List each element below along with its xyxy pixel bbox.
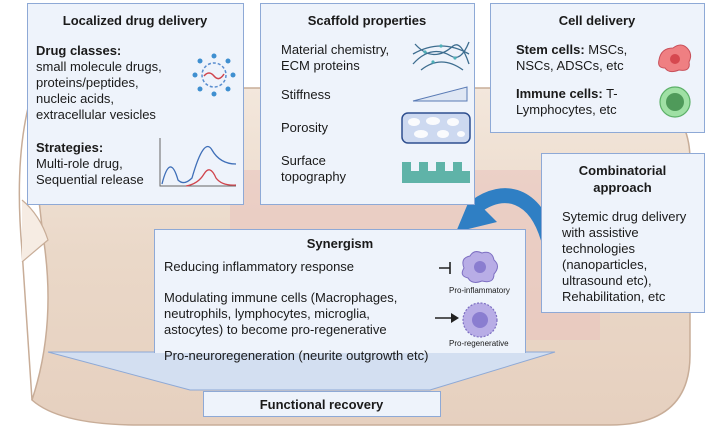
drug-delivery-title: Localized drug delivery <box>62 13 208 28</box>
drug-class-item: nucleic acids, <box>36 91 115 106</box>
immune-cells-heading: Immune cells: <box>516 86 603 101</box>
nanoparticle-icon <box>192 53 236 97</box>
combinatorial-text: Sytemic drug delivery <box>562 209 687 224</box>
stem-cell-icon <box>658 44 692 73</box>
immune-cells-text: Lymphocytes, etc <box>516 102 617 117</box>
arrow-head <box>456 196 497 232</box>
cell-delivery-title: Cell delivery <box>558 13 636 28</box>
t-lymphocyte-icon <box>659 86 691 118</box>
scaffold-item: Porosity <box>281 120 328 135</box>
pro-inflammatory-macrophage-icon <box>461 251 498 283</box>
combinatorial-text: Rehabilitation, etc <box>562 289 666 304</box>
synergism-line: Modulating immune cells (Macrophages, <box>164 290 398 305</box>
scaffold-item: ECM proteins <box>281 58 360 73</box>
functional-recovery-label: Functional recovery <box>259 397 384 412</box>
pro-inflammatory-label: Pro-inflammatory <box>449 286 510 295</box>
stem-cells-line: Stem cells: MSCs, <box>516 42 627 57</box>
combinatorial-text: with assistive <box>562 225 639 240</box>
porous-scaffold-icon <box>401 112 471 144</box>
scaffold-panel: Scaffold properties Material chemistry, … <box>260 3 475 205</box>
cord-notch <box>21 199 49 263</box>
combinatorial-title: Combinatorial <box>578 163 667 178</box>
scaffold-item: Surface <box>281 153 326 168</box>
stem-cells-heading: Stem cells: <box>516 42 585 57</box>
synergism-line: astocytes) to become pro-regenerative <box>164 322 387 337</box>
drug-classes-heading: Drug classes: <box>36 43 122 58</box>
scaffold-title: Scaffold properties <box>307 13 427 28</box>
surface-topography-icon <box>402 162 470 183</box>
drug-delivery-panel: Localized drug delivery Drug classes: sm… <box>27 3 244 205</box>
functional-recovery-box: Functional recovery <box>203 391 441 417</box>
combinatorial-panel: Combinatorial approach Sytemic drug deli… <box>541 153 705 313</box>
strategy-item: Multi-role drug, <box>36 156 123 171</box>
drug-class-item: extracellular vesicles <box>36 107 156 122</box>
inhibit-symbol-icon <box>439 262 451 274</box>
release-profile-icon <box>159 138 237 187</box>
scaffold-item: Stiffness <box>281 87 331 102</box>
pro-regenerative-label: Pro-regenerative <box>449 339 509 348</box>
promote-arrow-icon <box>435 313 459 323</box>
synergism-line: Reducing inflammatory response <box>164 259 355 274</box>
drug-class-item: small molecule drugs, <box>36 59 162 74</box>
pro-regenerative-macrophage-icon <box>462 302 498 338</box>
immune-cells-text: T- <box>602 86 618 101</box>
immune-cells-line: Immune cells: T- <box>516 86 618 101</box>
scaffold-item: Material chemistry, <box>281 42 390 57</box>
drug-class-item: proteins/peptides, <box>36 75 139 90</box>
combinatorial-text: (nanoparticles, <box>562 257 648 272</box>
ecm-fiber-icon <box>412 41 470 71</box>
synergism-title: Synergism <box>306 236 374 251</box>
strategies-heading: Strategies: <box>36 140 104 155</box>
synergism-panel: Synergism <box>154 229 526 353</box>
combinatorial-text: technologies <box>562 241 635 256</box>
stem-cells-text: NSCs, ADSCs, etc <box>516 58 624 73</box>
cell-delivery-panel: Cell delivery Stem cells: MSCs, NSCs, AD… <box>490 3 705 133</box>
stem-cells-text: MSCs, <box>584 42 628 57</box>
synergism-line: Pro-neuroregeneration (neurite outgrowth… <box>164 348 429 363</box>
synergism-line: neutrophils, lymphocytes, microglia, <box>164 306 370 321</box>
combinatorial-text: ultrasound etc), <box>562 273 652 288</box>
combinatorial-title: approach <box>593 180 652 195</box>
strategy-item: Sequential release <box>36 172 144 187</box>
stiffness-wedge-icon <box>412 86 468 102</box>
scaffold-item: topography <box>281 169 347 184</box>
